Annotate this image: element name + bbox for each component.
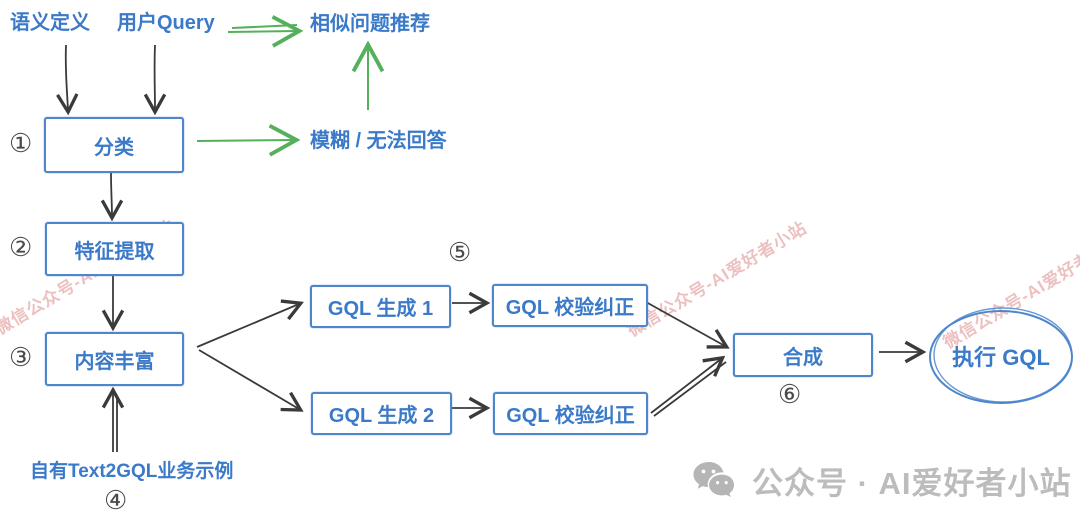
node-classify: 分类 xyxy=(44,117,184,173)
arrow-semantic-to-classify xyxy=(56,44,79,116)
arrow-classify-to-fuzzy xyxy=(196,123,301,157)
step-marker-6: ⑥ xyxy=(778,379,802,409)
label-fuzzy-unanswerable: 模糊 / 无法回答 xyxy=(310,130,447,152)
arrow-verify2-to-synth-double xyxy=(653,361,727,417)
arrow-enrich-to-gen1 xyxy=(196,299,304,348)
label-own-text2gql-examples: 自有Text2GQL业务示例 xyxy=(30,461,234,482)
arrow-enrich-to-gen2 xyxy=(198,349,304,412)
arrow-verify1-to-synth xyxy=(645,301,730,349)
step-marker-1: ① xyxy=(9,128,33,158)
step-marker-3: ③ xyxy=(9,342,33,372)
footer-watermark-text: 公众号 · AI爱好者小站 xyxy=(752,466,1072,501)
node-content-enrich: 内容丰富 xyxy=(45,332,184,386)
node-gql-verify-2: GQL 校验纠正 xyxy=(493,392,648,435)
diagonal-watermark: 微信公众号-AI爱好者小站 xyxy=(624,218,811,341)
step-marker-4: ④ xyxy=(104,485,128,515)
node-gql-verify-1: GQL 校验纠正 xyxy=(492,284,648,327)
node-feature-extract: 特征提取 xyxy=(45,222,184,276)
arrow-classify-to-feature xyxy=(100,172,124,222)
node-gql-generate-2: GQL 生成 2 xyxy=(311,392,452,435)
arrow-verify2-to-synth xyxy=(650,355,726,414)
footer-watermark: 公众号 · AI爱好者小站 xyxy=(692,458,1072,503)
label-user-query: 用户Query xyxy=(117,12,215,34)
diagonal-watermark: 微信公众号-AI爱好者小站 xyxy=(940,230,1080,353)
label-semantic-definition: 语义定义 xyxy=(10,12,90,34)
arrow-recommend-to-query-double xyxy=(231,24,298,29)
node-execute-gql-label: 执行 GQL xyxy=(952,345,1050,370)
step-marker-5: ⑤ xyxy=(448,237,472,267)
node-gql-generate-1: GQL 生成 1 xyxy=(310,285,451,328)
node-synthesize: 合成 xyxy=(733,333,873,377)
step-marker-2: ② xyxy=(9,232,33,262)
label-similar-question-recommend: 相似问题推荐 xyxy=(310,13,430,35)
wechat-icon xyxy=(693,461,734,497)
green-arrows xyxy=(196,15,385,157)
arrow-recommend-to-query xyxy=(227,15,304,48)
